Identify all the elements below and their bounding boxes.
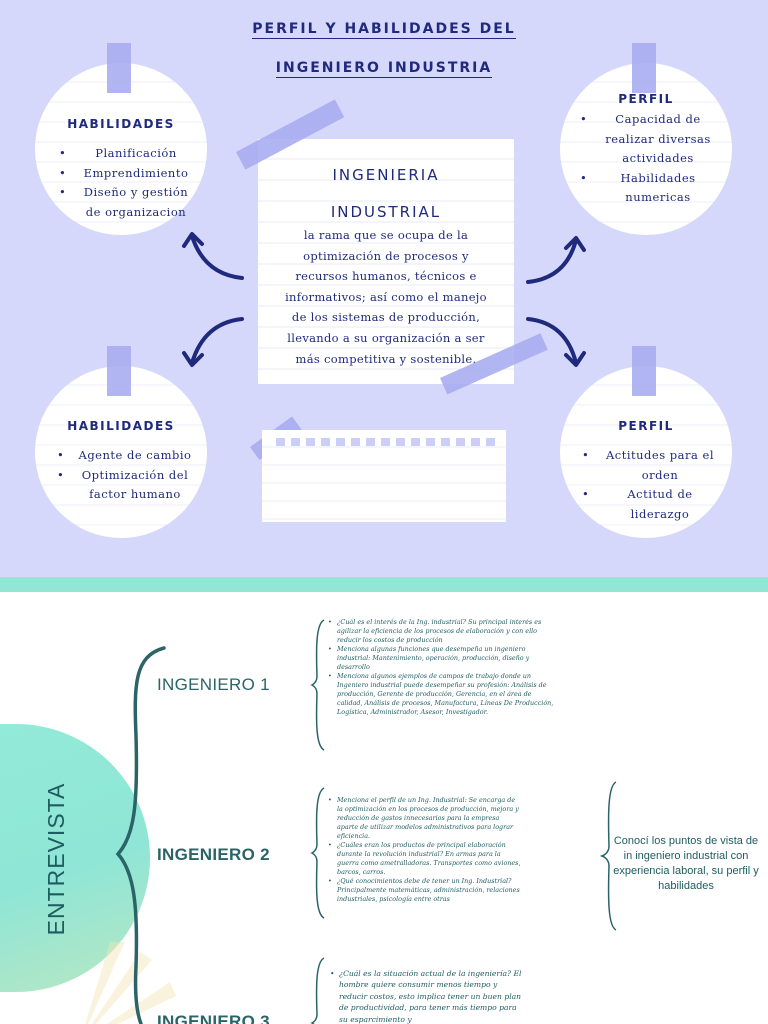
center-title: INGENIERIA INDUSTRIAL [258,157,514,231]
arrow-to-bottom-right-icon [526,317,586,367]
engineer-1-answers: ¿Cuál es el interés de la Ing. industria… [326,618,554,717]
list-item: Capacidad de realizar diversas actividad… [580,110,716,169]
engineer-1-label: INGENIERO 1 [157,675,270,694]
center-title-line-2: INDUSTRIAL [330,203,442,221]
arrow-to-bottom-left-icon [182,317,244,367]
notepad [262,430,506,522]
list-item: ¿Qué conocimientos debe de tener un Ing.… [326,877,522,904]
list-item: Planificación [59,144,193,164]
engineer-3-answers: ¿Cuál es la situación actual de la ingen… [328,968,524,1024]
main-brace-icon [115,646,166,1024]
list-item: Actitud de liderazgo [582,485,718,524]
page-title: PERFIL Y HABILIDADES DEL INGENIERO INDUS… [0,20,768,78]
engineer-3-label: INGENIERO 3 [157,1012,270,1024]
center-description: la rama que se ocupa de la optimización … [285,228,487,366]
list-item: Optimización del factor humano [57,466,193,505]
section-divider [0,577,768,592]
tape-strip [107,43,131,93]
tape-strip [632,346,656,396]
brace-icon [310,957,325,1024]
circle-list: Planificación Emprendimiento Diseño y ge… [59,144,193,222]
list-item: ¿Cuál es la situación actual de la ingen… [328,968,524,1024]
circle-habilidades-top: HABILIDADES Planificación Emprendimiento… [35,43,207,235]
circle-perfil-top: PERFIL Capacidad de realizar diversas ac… [560,43,732,235]
center-card: INGENIERIA INDUSTRIAL la rama que se ocu… [258,139,514,384]
title-line-2: INGENIERO INDUSTRIA [275,60,493,78]
circle-title: PERFIL [618,419,674,433]
circle-habilidades-bottom: HABILIDADES Agente de cambio Optimizació… [35,346,207,538]
arrow-to-top-right-icon [526,236,586,284]
circle-list: Capacidad de realizar diversas actividad… [580,110,716,208]
list-item: Agente de cambio [57,446,193,466]
circle-title: HABILIDADES [67,419,175,433]
tape-strip [632,43,656,93]
circle-list: Agente de cambio Optimización del factor… [57,446,193,505]
list-item: Menciona algunos ejemplos de campos de t… [326,672,554,717]
list-item: Habilidades numericas [580,169,716,208]
circle-title: PERFIL [618,92,674,106]
interview-summary: Conocí los puntos de vista de in ingenie… [613,835,759,892]
circle-title: HABILIDADES [67,117,175,131]
list-item: ¿Cuál es el interés de la Ing. industria… [326,618,554,645]
circle-perfil-bottom: PERFIL Actitudes para el orden Actitud d… [560,346,732,538]
engineer-2-answers: Menciona el perfil de un Ing. Industrial… [326,796,522,904]
brace-icon [599,781,617,931]
list-item: ¿Cuáles eran los productos de principal … [326,841,522,877]
notepad-holes [276,438,495,446]
circle-list: Actitudes para el orden Actitud de lider… [582,446,718,524]
center-title-line-1: INGENIERIA [332,166,440,184]
list-item: Diseño y gestión de organizacion [59,183,193,222]
engineer-2-label: INGENIERO 2 [157,845,270,864]
list-item: Menciona el perfil de un Ing. Industrial… [326,796,522,841]
brace-icon [310,787,325,919]
interview-section: ENTREVISTA INGENIERO 1 INGENIERO 2 INGEN… [0,592,768,1024]
list-item: Emprendimiento [59,164,193,184]
list-item: Menciona algunas funciones que desempeña… [326,645,554,672]
interview-label: ENTREVISTA [43,782,69,936]
profile-section: PERFIL Y HABILIDADES DEL INGENIERO INDUS… [0,0,768,577]
title-line-1: PERFIL Y HABILIDADES DEL [252,21,516,39]
tape-strip [107,346,131,396]
brace-icon [310,619,325,751]
list-item: Actitudes para el orden [582,446,718,485]
arrow-to-top-left-icon [182,232,244,280]
